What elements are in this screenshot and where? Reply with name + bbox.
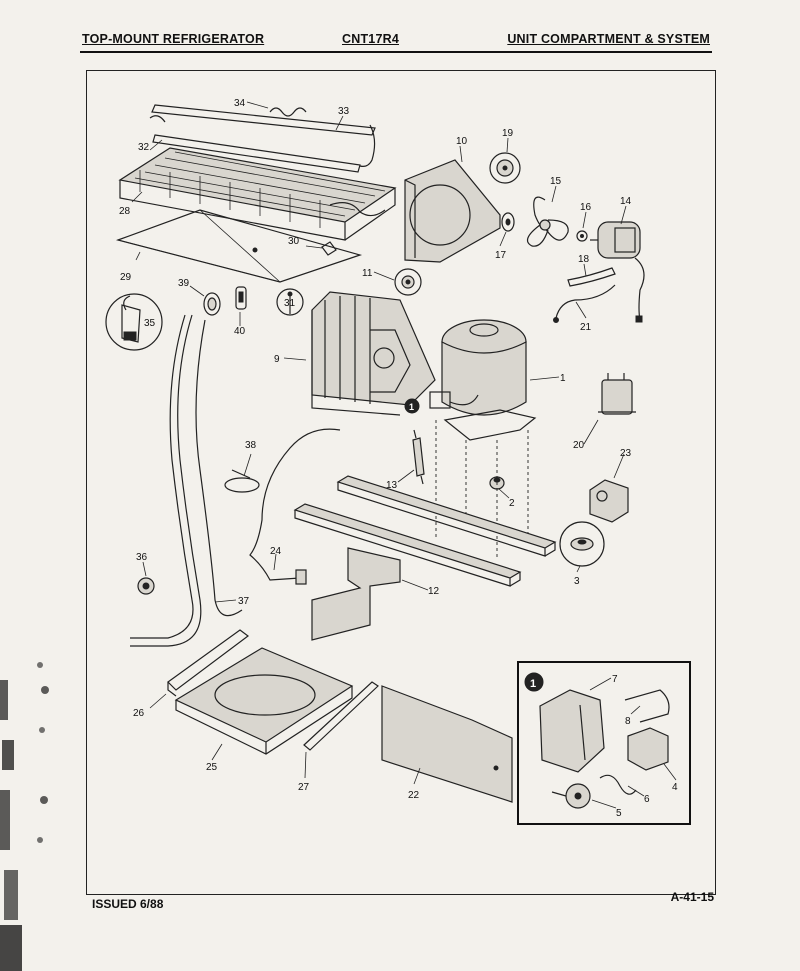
callout-36: 36 xyxy=(136,552,148,563)
callout-12: 12 xyxy=(428,586,440,597)
part-31-screw xyxy=(276,288,304,316)
callout-24: 24 xyxy=(270,546,282,557)
inset-marker-label: 1 xyxy=(530,678,536,690)
part-39-grommet xyxy=(203,292,221,316)
callout-2: 2 xyxy=(509,498,515,509)
callout-35: 35 xyxy=(144,318,156,329)
part-7-relay-cover xyxy=(539,689,605,773)
part-17-nut xyxy=(501,212,515,232)
header-product-title: TOP-MOUNT REFRIGERATOR xyxy=(82,32,265,46)
inset-detail-box: 1 xyxy=(517,661,691,825)
part-23-overload-relay xyxy=(589,479,629,523)
callout-numbers: 34 33 32 28 10 19 15 16 14 17 18 21 30 2… xyxy=(119,98,678,819)
callout-5: 5 xyxy=(616,808,622,819)
callout-6: 6 xyxy=(644,794,650,805)
callout-38: 38 xyxy=(245,440,257,451)
callout-22: 22 xyxy=(408,790,420,801)
page-code: A-41-15 xyxy=(670,890,714,904)
callout-25: 25 xyxy=(206,762,218,773)
part-34-wire xyxy=(269,107,307,117)
callout-18: 18 xyxy=(578,254,590,265)
callout-leaders xyxy=(131,101,677,809)
compressor-detail-marker: 1 xyxy=(404,398,420,414)
callout-19: 19 xyxy=(502,128,514,139)
callout-20: 20 xyxy=(573,440,585,451)
part-37-suction-tube xyxy=(130,314,243,647)
callout-27: 27 xyxy=(298,782,310,793)
part-36-tube-clip xyxy=(137,577,155,595)
part-13-filter-drier xyxy=(412,429,425,485)
callout-7: 7 xyxy=(612,674,618,685)
callout-31: 31 xyxy=(284,298,296,309)
part-9-evaporator-coil xyxy=(311,291,436,416)
callout-11: 11 xyxy=(362,268,373,279)
page-header: TOP-MOUNT REFRIGERATOR CNT17R4 UNIT COMP… xyxy=(80,32,712,52)
part-25-drain-pan xyxy=(174,647,354,755)
callout-28: 28 xyxy=(119,206,131,217)
callout-9: 9 xyxy=(274,354,280,365)
callout-40: 40 xyxy=(234,326,246,337)
part-21-wire-harness xyxy=(553,284,616,323)
part-11-grommet xyxy=(394,268,422,296)
part-33-tube-assembly xyxy=(149,104,376,173)
callout-33: 33 xyxy=(338,106,350,117)
part-14-fan-motor xyxy=(590,221,645,323)
callout-29: 29 xyxy=(120,272,132,283)
alignment-lines xyxy=(435,420,529,560)
callout-39: 39 xyxy=(178,278,190,289)
part-30-clip xyxy=(321,241,337,256)
callout-21: 21 xyxy=(580,322,592,333)
diagram-frame xyxy=(86,70,716,895)
part-35-thermostat-detail xyxy=(105,293,163,351)
header-rule xyxy=(80,51,712,53)
part-22-access-panel xyxy=(381,685,513,803)
issued-date: ISSUED 6/88 xyxy=(92,897,164,911)
callout-17: 17 xyxy=(495,250,507,261)
callout-1: 1 xyxy=(560,373,566,384)
part-3-grommet-detail xyxy=(559,521,605,567)
callout-23: 23 xyxy=(620,448,632,459)
callout-26: 26 xyxy=(133,708,145,719)
part-15-fan-blade xyxy=(526,196,569,247)
part-8-retainer-clip xyxy=(624,689,670,723)
part-16-washer xyxy=(576,230,588,242)
part-26-drain-pan-frame xyxy=(167,629,249,697)
callout-30: 30 xyxy=(288,236,300,247)
callout-13: 13 xyxy=(386,480,398,491)
part-40-clip xyxy=(235,286,247,310)
part-20-capacitor xyxy=(598,373,636,415)
part-27-pan-support xyxy=(303,681,379,751)
callout-8: 8 xyxy=(625,716,631,727)
callout-37: 37 xyxy=(238,596,250,607)
part-29-drip-plate xyxy=(115,209,363,283)
callout-14: 14 xyxy=(620,196,632,207)
part-6-wire-clip xyxy=(599,774,637,795)
header-model-number: CNT17R4 xyxy=(342,32,399,46)
callout-34: 34 xyxy=(234,98,246,109)
part-1-compressor xyxy=(429,319,537,441)
callout-10: 10 xyxy=(456,136,468,147)
part-18-bracket xyxy=(567,267,616,287)
part-10-fan-shroud xyxy=(404,159,501,263)
part-38-clamp xyxy=(224,469,260,493)
callout-3: 3 xyxy=(574,576,580,587)
scan-edge-marks xyxy=(0,662,49,971)
header-section-title: UNIT COMPARTMENT & SYSTEM xyxy=(507,32,710,46)
part-24-power-cord xyxy=(249,428,341,585)
callout-16: 16 xyxy=(580,202,592,213)
part-4-start-relay xyxy=(627,727,669,771)
callout-4: 4 xyxy=(672,782,678,793)
callout-15: 15 xyxy=(550,176,562,187)
part-28-condenser xyxy=(118,147,397,241)
compressor-marker-label: 1 xyxy=(409,402,414,412)
part-19-grommet xyxy=(489,152,521,184)
callout-32: 32 xyxy=(138,142,150,153)
part-12-base-rails xyxy=(293,475,557,641)
